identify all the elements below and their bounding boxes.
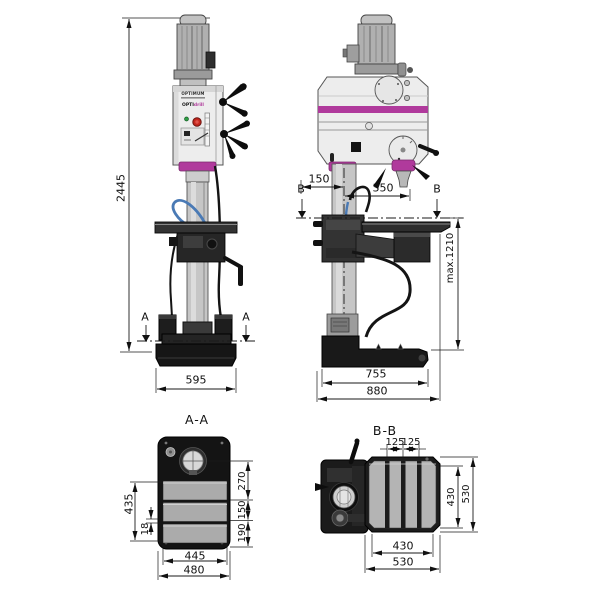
dim-head-front: 150 [308,172,330,186]
motor-front [173,14,216,87]
feed-handles-front [219,83,250,159]
dim-bb-530-right: 530 [461,484,472,504]
pulley-cover-circle [374,75,404,105]
depth-scale [204,112,210,147]
section-marker-b-left: B [297,182,305,196]
dim-base-depth: 755 [365,367,387,381]
crank-handle [223,256,243,269]
section-marker-a-right: A [242,310,250,324]
dim-aa-150: 150 [237,500,248,520]
dim-base-width-front: 595 [185,373,207,387]
dim-bb-430-bottom: 430 [392,539,414,553]
base-side [321,335,429,368]
side-view [296,14,464,402]
dim-aa-190: 190 [237,523,248,543]
section-bb-title: B-B [372,422,398,438]
coolant-hose [171,199,209,228]
dim-bb-125-left: 125 [385,437,405,448]
coolant-pump [330,317,350,333]
power-switch [351,142,361,152]
section-aa-title: A-A [184,411,210,427]
dim-aa-480: 480 [183,563,205,577]
dim-aa-18: 18 [140,522,151,536]
feed-handle-side [373,168,386,189]
section-aa-view [130,436,253,580]
power-led [184,116,189,122]
base-front [155,314,237,367]
clamp-pointer [315,483,329,491]
dim-aa-445: 445 [184,549,206,563]
dim-overall-depth: 880 [366,384,388,398]
cable-right [213,165,223,319]
table-front [154,221,243,286]
accent-stripe [318,106,428,113]
model-label: OPTIdrill [182,102,204,108]
section-marker-a-arrows [142,325,250,342]
section-marker-b-right: B [433,182,441,196]
dim-max-height: max.1210 [445,232,456,284]
control-panel [180,127,205,146]
brand-logo: OPTIMUM [181,91,205,96]
head-side [317,75,439,165]
section-marker-a-left: A [141,310,149,324]
motor-side [342,14,413,77]
dim-bb-125-right: 125 [401,437,421,448]
dim-spindle-reach: 350 [372,181,394,195]
quill-collar-front [178,161,217,172]
cable-hook [348,185,371,213]
section-marker-b-arrows [298,199,441,218]
dim-bb-530-bottom: 530 [392,555,414,569]
base-slots [162,480,228,544]
dim-aa-435: 435 [122,493,136,515]
dim-overall-height: 2445 [114,174,128,202]
power-cable-side [351,250,412,338]
clamp-lever-top [348,440,360,465]
table-side [313,214,451,263]
head-front [172,85,224,166]
dim-bb-430-right: 430 [446,487,457,507]
table-clamp [315,438,369,534]
table-top [364,456,441,533]
chuck [395,170,412,188]
section-bb-view [315,438,478,573]
dim-aa-270: 270 [237,471,248,491]
front-view [120,14,257,393]
